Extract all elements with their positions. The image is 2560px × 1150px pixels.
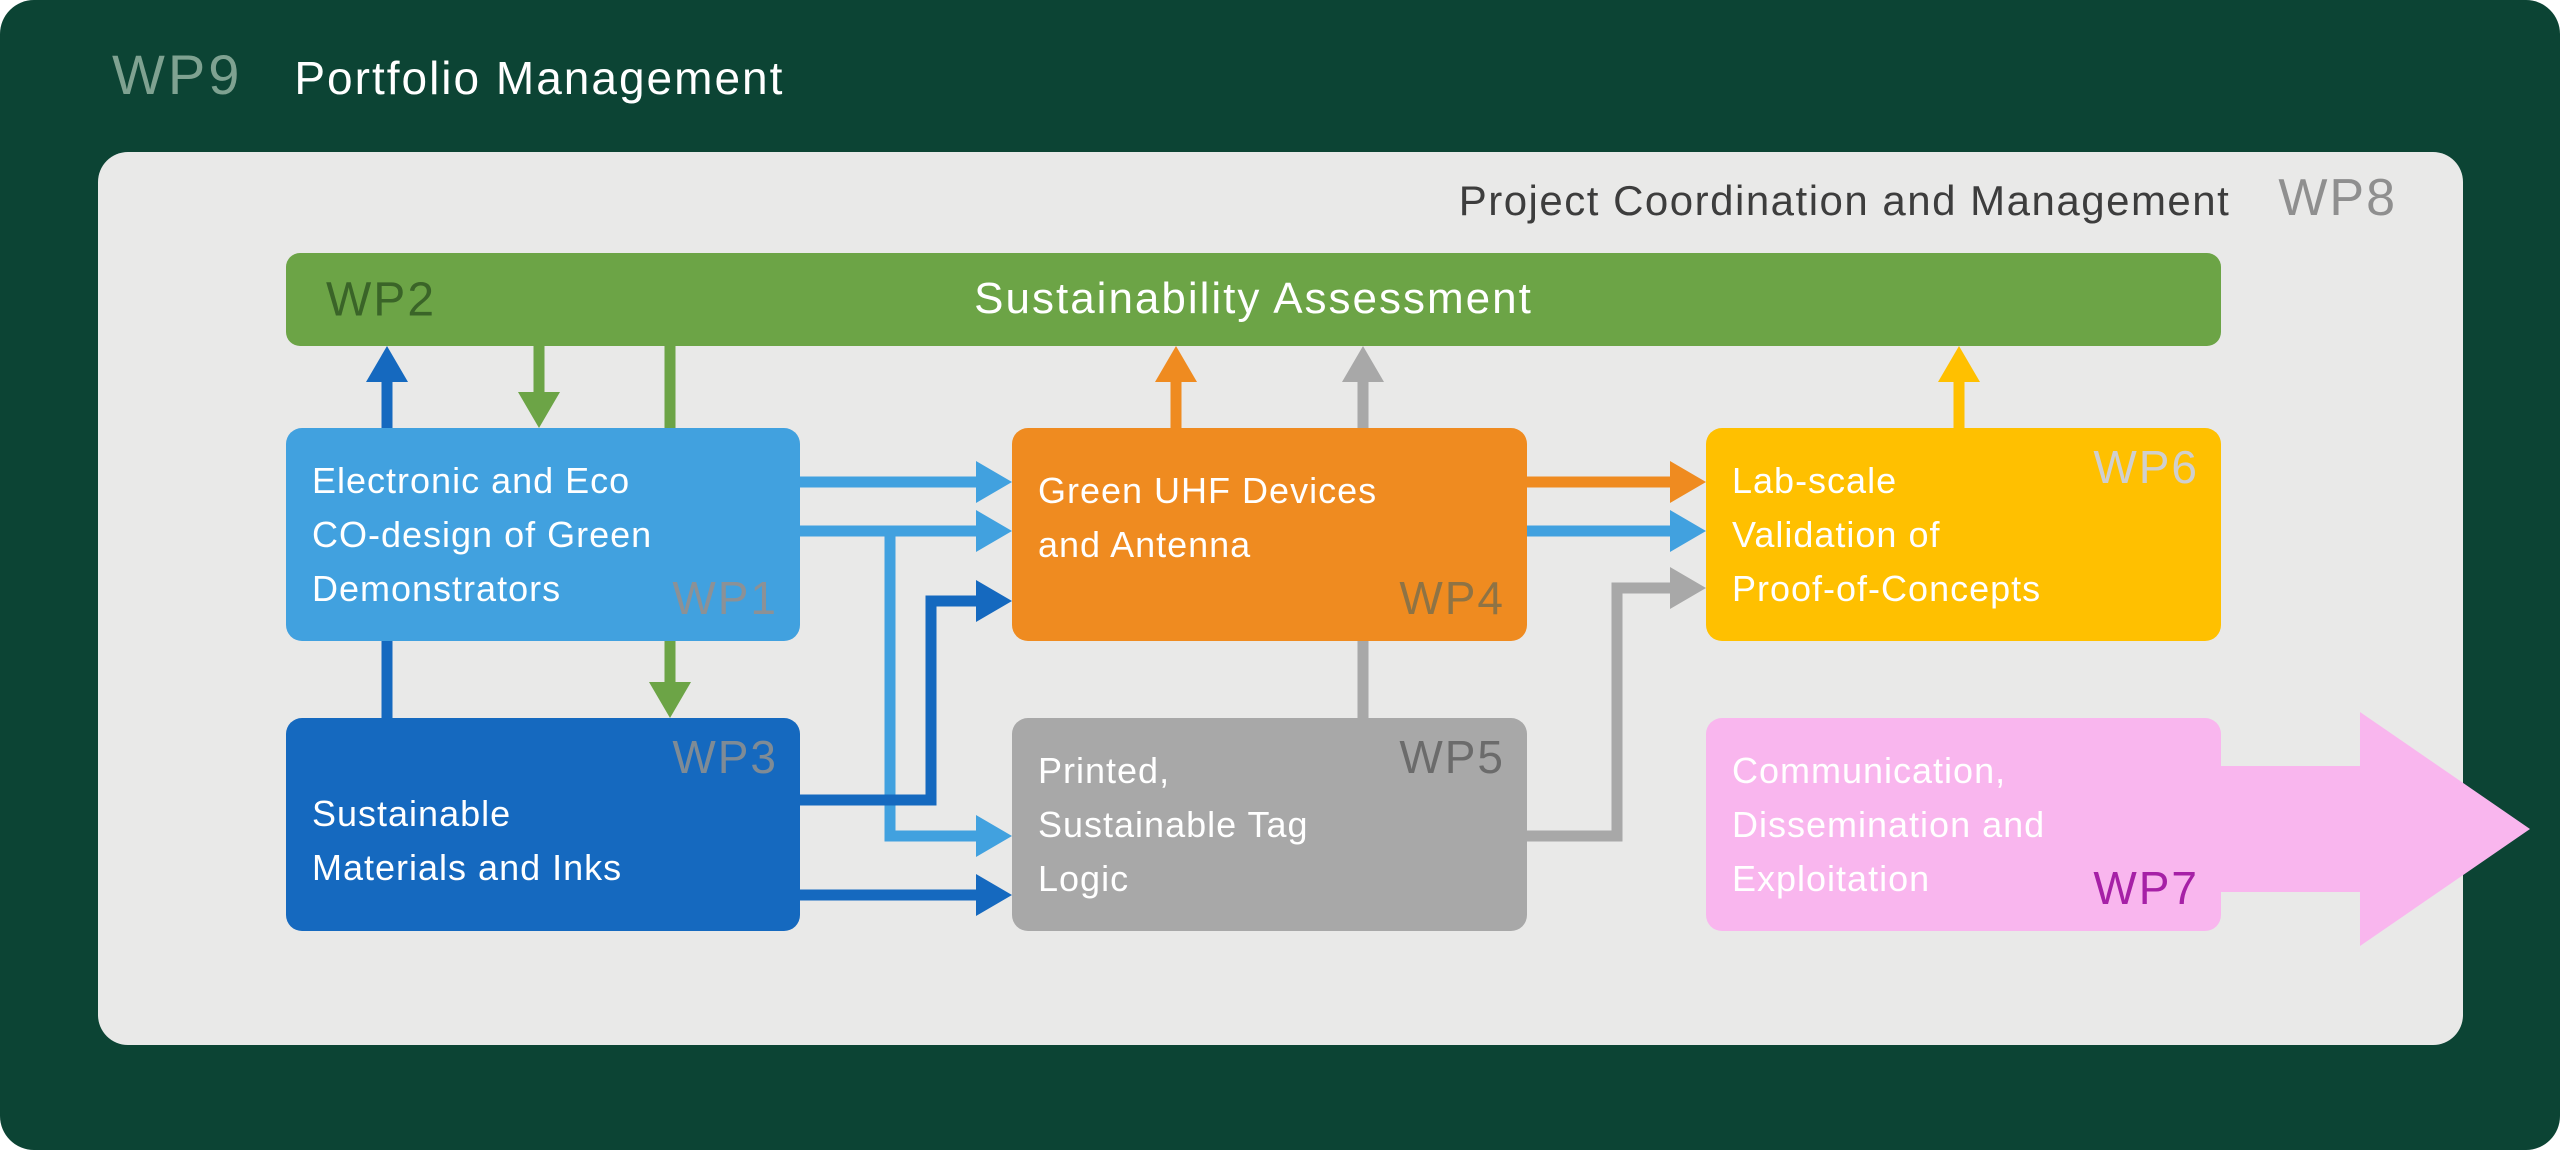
arrow-wp4-to-wp6 xyxy=(1527,461,1706,503)
wp1-label: WP1 xyxy=(672,572,778,624)
wp3-box: Sustainable Materials and Inks WP3 xyxy=(286,718,800,931)
wp1-box: Electronic and Eco CO-design of Green De… xyxy=(286,428,800,641)
wp8-label: WP8 xyxy=(2278,169,2397,227)
wp6-text: Lab-scale Validation of Proof-of-Concept… xyxy=(1732,459,2042,609)
arrow-wp5-to-wp6 xyxy=(1527,567,1706,842)
coordination-title: Project Coordination and Management xyxy=(1458,177,2231,224)
wp6-box: Lab-scale Validation of Proof-of-Concept… xyxy=(1706,428,2221,641)
wp5-label: WP5 xyxy=(1399,731,1505,783)
arrow-wp1-to-wp4-lower xyxy=(800,510,1012,552)
wp4-label: WP4 xyxy=(1399,572,1505,624)
arrow-wp7-output xyxy=(2190,712,2530,946)
arrow-wp3-to-wp5 xyxy=(800,874,1012,916)
wp3-text: Sustainable Materials and Inks xyxy=(312,793,623,888)
wp4-box: Green UHF Devices and Antenna WP4 xyxy=(1012,428,1527,641)
arrow-wp3-to-wp4 xyxy=(800,580,1012,806)
wp2-label: WP2 xyxy=(326,273,437,326)
arrow-wp1-to-wp4 xyxy=(800,461,1012,503)
coordination-header: Project Coordination and Management WP8 xyxy=(1459,168,2397,228)
page-title: Portfolio Management xyxy=(294,52,785,104)
wp7-box: Communication, Dissemination and Exploit… xyxy=(1706,718,2221,931)
wp5-text: Printed, Sustainable Tag Logic xyxy=(1038,749,1309,899)
wp7-label: WP7 xyxy=(2093,862,2199,914)
wp1-text: Electronic and Eco CO-design of Green De… xyxy=(312,459,653,609)
wp6-label: WP6 xyxy=(2093,441,2199,493)
wp7-text: Communication, Dissemination and Exploit… xyxy=(1732,749,2046,899)
arrow-wp2-to-wp1 xyxy=(518,346,560,428)
wp5-box: Printed, Sustainable Tag Logic WP5 xyxy=(1012,718,1527,931)
wp3-label: WP3 xyxy=(672,731,778,783)
page-title-row: WP9 Portfolio Management xyxy=(112,42,784,107)
wp9-label: WP9 xyxy=(112,43,243,106)
arrow-wp1-to-wp5 xyxy=(884,531,1012,857)
arrow-wp6-to-wp2 xyxy=(1938,346,1980,428)
wp2-title: Sustainability Assessment xyxy=(974,273,1533,323)
wp2-bar: WP2 Sustainability Assessment xyxy=(286,253,2221,346)
wp4-text: Green UHF Devices and Antenna xyxy=(1038,470,1378,565)
arrow-wp4-to-wp2 xyxy=(1155,346,1197,428)
